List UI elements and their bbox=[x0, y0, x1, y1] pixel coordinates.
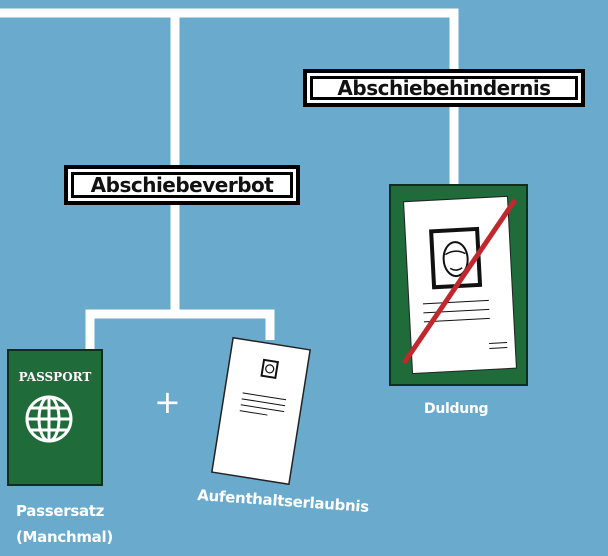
plus-sign: + bbox=[154, 383, 181, 421]
red-strike-line bbox=[401, 198, 518, 365]
passport-cover-text: PASSPORT bbox=[19, 370, 92, 384]
passersatz-caption-line1: Passersatz bbox=[16, 502, 105, 520]
globe-icon bbox=[25, 395, 73, 443]
passersatz-caption-line2: (Manchmal) bbox=[16, 528, 113, 546]
split-connector bbox=[85, 309, 275, 350]
duldung-caption: Duldung bbox=[424, 401, 489, 417]
abschiebehindernis-label: Abschiebehindernis bbox=[303, 69, 585, 107]
abschiebeverbot-label: Abschiebeverbot bbox=[64, 165, 300, 205]
top-connector bbox=[0, 8, 459, 190]
passersatz-caption: Passersatz (Manchmal) bbox=[16, 498, 113, 550]
residence-permit-document-icon bbox=[210, 336, 312, 486]
passport-icon: PASSPORT bbox=[7, 349, 103, 486]
duldung-crossed-out-document-icon bbox=[389, 184, 528, 386]
